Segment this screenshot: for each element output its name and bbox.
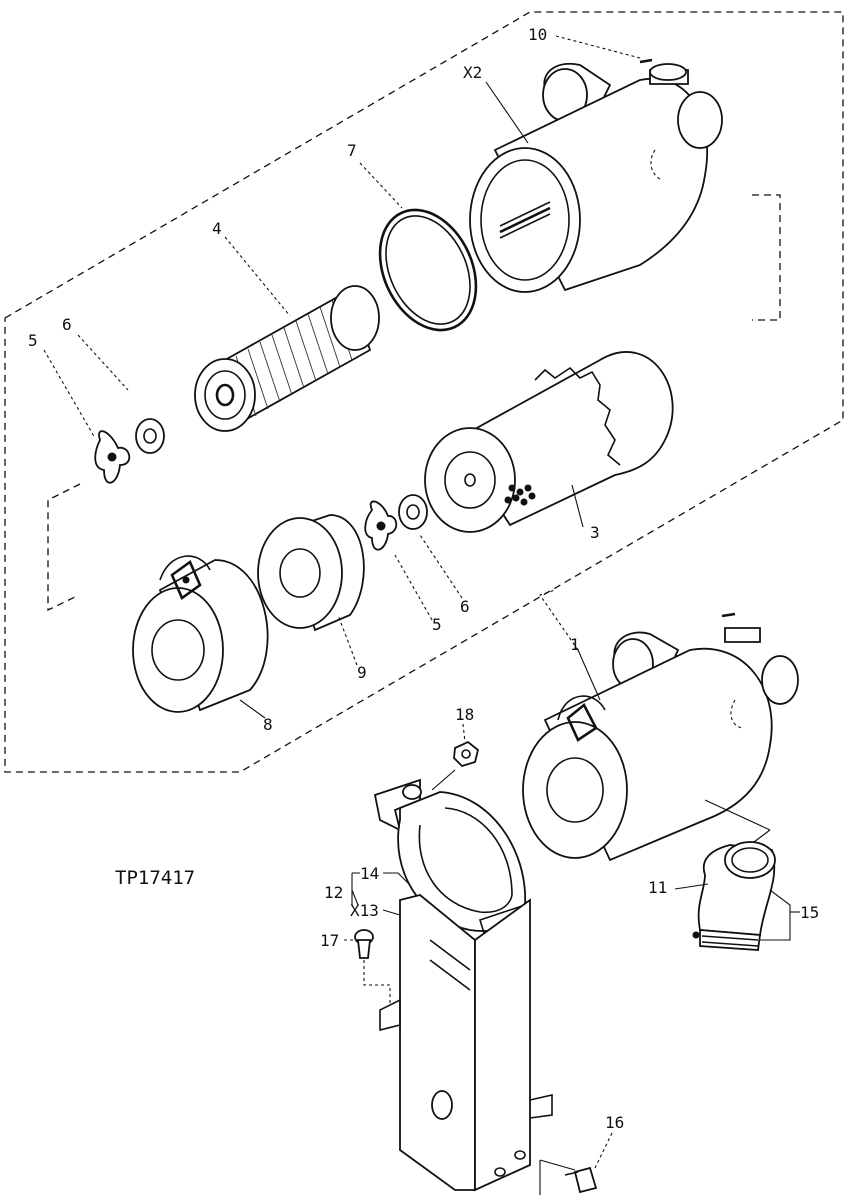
callout-8: 8 [263, 715, 273, 734]
callout-11: 11 [648, 878, 667, 897]
housing-x2 [469, 58, 723, 293]
callout-15: 15 [800, 903, 819, 922]
wing-nut-5b [364, 500, 398, 551]
callout-1: 1 [570, 635, 580, 654]
capscrew-17 [354, 929, 374, 959]
callout-x13: X13 [350, 901, 379, 920]
callout-18: 18 [455, 705, 474, 724]
callout-5b: 5 [432, 615, 442, 634]
ring-7 [378, 208, 478, 332]
callout-3: 3 [590, 523, 600, 542]
cover-8 [132, 555, 269, 713]
callout-5a: 5 [28, 331, 38, 350]
elbow-11 [692, 841, 776, 951]
callout-12: 12 [324, 883, 343, 902]
callout-7: 7 [347, 141, 357, 160]
callout-16: 16 [605, 1113, 624, 1132]
callout-17: 17 [320, 931, 339, 950]
bolt-16 [564, 1166, 598, 1194]
exploded-view-boundary [4, 11, 844, 773]
callout-labels: 10 X2 7 4 6 5 3 6 5 1 9 8 18 11 15 14 12… [28, 25, 819, 1132]
leader-lines [43, 35, 800, 1195]
washer-6a [135, 418, 165, 454]
callout-x2: X2 [463, 63, 482, 82]
callout-4: 4 [212, 219, 222, 238]
filter-element-4 [194, 285, 380, 432]
precleaner-9 [257, 514, 365, 632]
nut-18 [453, 740, 480, 768]
bracket-plate [379, 894, 553, 1192]
callout-9: 9 [357, 663, 367, 682]
safety-element-3 [424, 351, 674, 533]
callout-10: 10 [528, 25, 547, 44]
callout-6b: 6 [460, 597, 470, 616]
wing-nut-5a [94, 430, 131, 484]
air-cleaner-assembly-1 [522, 612, 799, 862]
figure-id: TP17417 [115, 867, 195, 889]
mounting-band-14 [373, 778, 529, 935]
washer-6b [398, 494, 428, 530]
callout-6a: 6 [62, 315, 72, 334]
callout-14: 14 [360, 864, 379, 883]
